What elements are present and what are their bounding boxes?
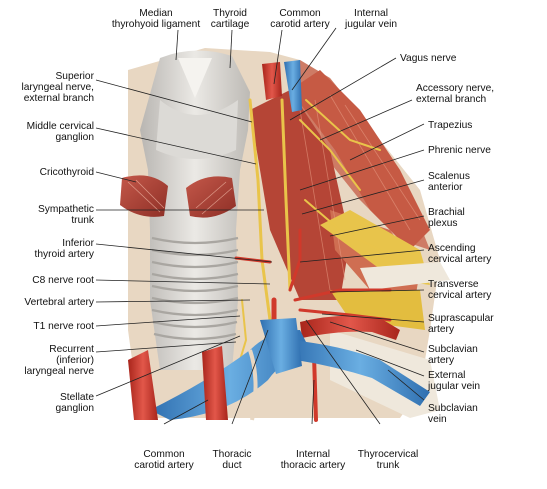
label-median-thyrohyoid-ligament: Median thyrohyoid ligament (111, 8, 201, 31)
label-scalenus-anterior: Scalenus anterior (428, 171, 470, 194)
subclavian-artery-shape (300, 315, 400, 340)
label-t1-nerve-root: T1 nerve root (33, 321, 94, 332)
cricothyroid-muscles (120, 175, 236, 218)
label-superior-laryngeal-nerve: Superior laryngeal nerve, external branc… (21, 71, 95, 105)
common-carotid-bottom-shapes (128, 346, 228, 420)
label-internal-jugular-vein: Internal jugular vein (344, 8, 398, 31)
label-c8-nerve-root: C8 nerve root (32, 275, 94, 286)
label-recurrent-laryngeal-nerve: Recurrent (inferior) laryngeal nerve (24, 344, 94, 378)
common-carotid-artery-top-shape (262, 62, 282, 100)
label-vagus-nerve: Vagus nerve (400, 53, 457, 64)
label-ascending-cervical-artery: Ascending cervical artery (428, 243, 492, 266)
brachiocephalic-veins (150, 318, 430, 420)
label-brachial-plexus: Brachial plexus (428, 207, 465, 230)
label-trapezius: Trapezius (428, 120, 473, 131)
label-cricothyroid: Cricothyroid (39, 167, 94, 178)
median-thyrohyoid-ligament-shape (178, 58, 212, 98)
label-common-carotid-artery-bottom: Common carotid artery (134, 449, 194, 472)
internal-jugular-vein-shape (284, 60, 302, 112)
thoracic-duct-shape (248, 349, 258, 421)
label-thyrocervical-trunk: Thyrocervical trunk (357, 449, 419, 472)
label-subclavian-vein: Subclavian vein (428, 403, 478, 426)
label-sympathetic-trunk: Sympathetic trunk (37, 204, 94, 227)
label-inferior-thyroid-artery: Inferior thyroid artery (34, 238, 94, 261)
label-internal-thoracic-artery: Internal thoracic artery (280, 449, 346, 472)
tracheal-rings (151, 236, 239, 341)
label-thyroid-cartilage: Thyroid cartilage (210, 8, 250, 31)
label-suprascapular-artery: Suprascapular artery (428, 313, 494, 336)
label-vertebral-artery: Vertebral artery (24, 297, 94, 308)
trachea-larynx (140, 50, 250, 370)
label-subclavian-artery: Subclavian artery (428, 344, 478, 367)
label-transverse-cervical-artery: Transverse cervical artery (428, 279, 492, 302)
label-stellate-ganglion: Stellate ganglion (55, 392, 94, 415)
label-thoracic-duct: Thoracic duct (212, 449, 252, 472)
label-common-carotid-artery-top: Common carotid artery (270, 8, 330, 31)
label-phrenic-nerve: Phrenic nerve (428, 145, 491, 156)
label-accessory-nerve: Accessory nerve, external branch (416, 83, 495, 106)
label-middle-cervical-ganglion: Middle cervical ganglion (26, 121, 94, 144)
leader-lines (95, 27, 425, 425)
label-external-jugular-vein: External jugular vein (428, 370, 481, 393)
